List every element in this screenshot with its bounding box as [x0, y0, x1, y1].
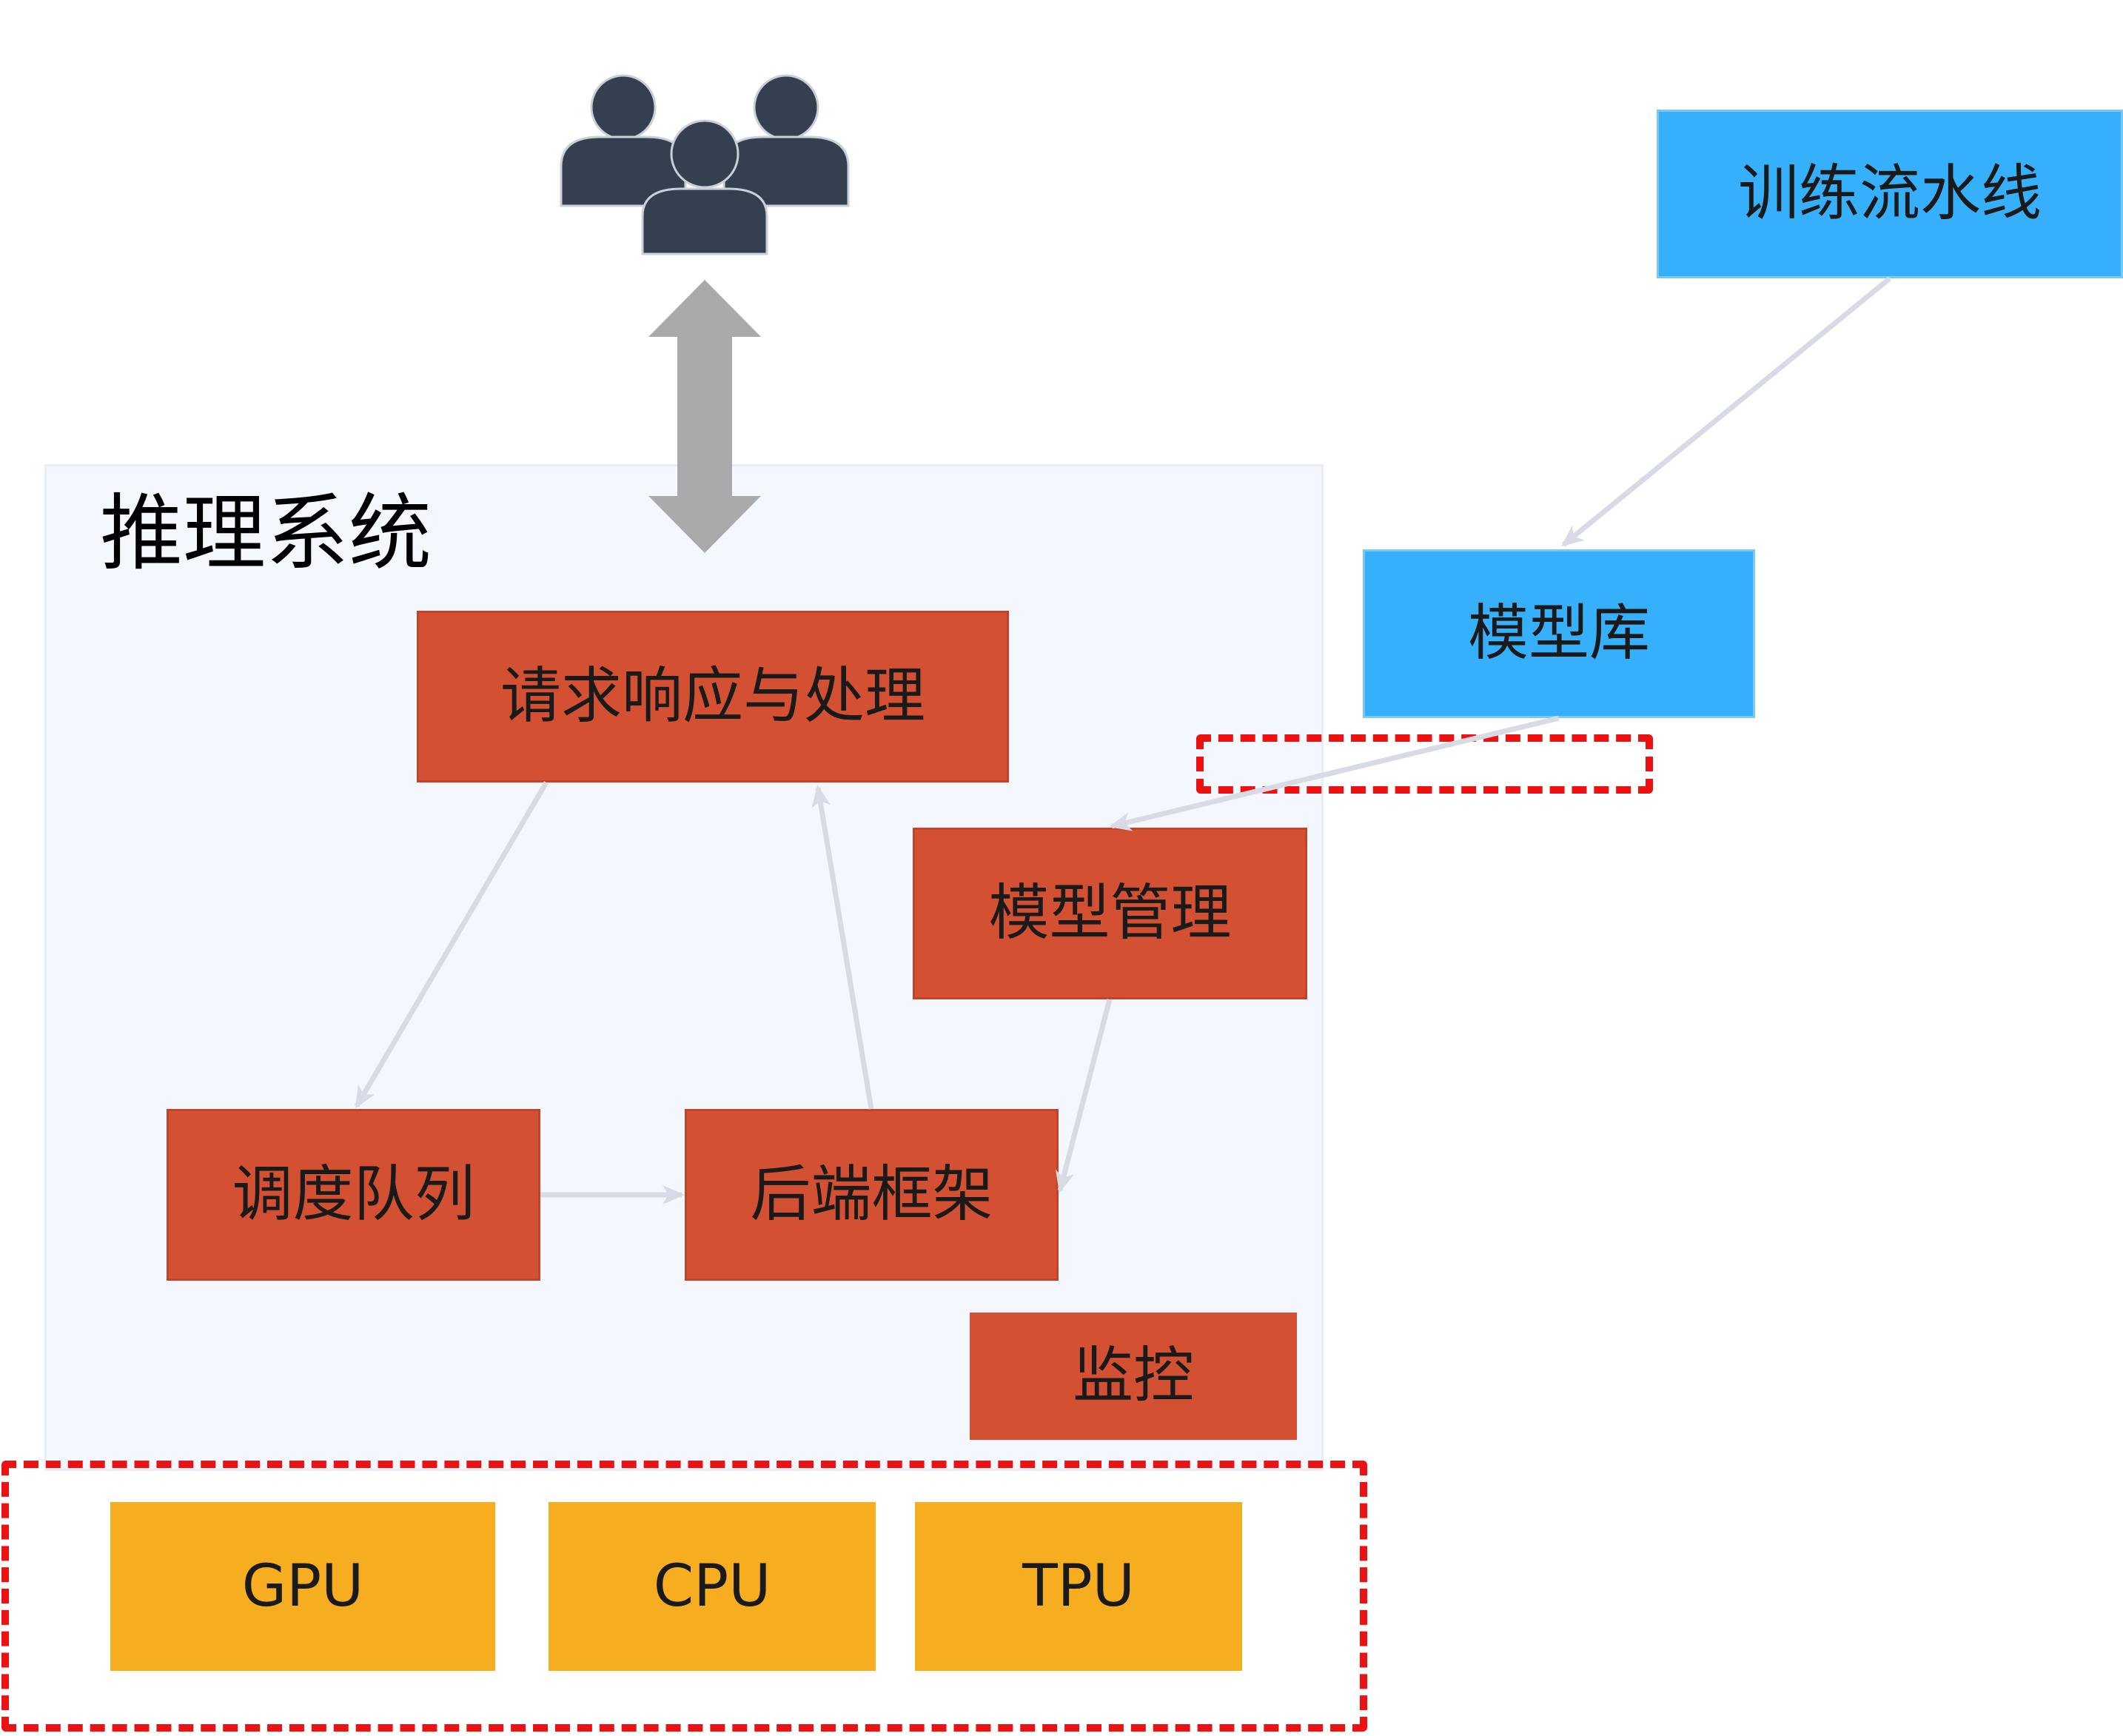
connector-request-to-scheduler — [354, 781, 549, 1109]
connector-backend-to-request — [811, 785, 874, 1110]
training-pipeline-label: 训练流水线 — [1737, 158, 2042, 229]
gpu-box: GPU — [110, 1502, 495, 1671]
request-handling-box: 请求响应与处理 — [417, 611, 1009, 782]
bidirectional-arrow-icon — [648, 280, 761, 553]
backend-framework-label: 后端框架 — [750, 1159, 993, 1230]
cpu-box: CPU — [549, 1502, 876, 1671]
scheduling-queue-label: 调度队列 — [232, 1159, 475, 1230]
backend-framework-box: 后端框架 — [685, 1109, 1059, 1281]
monitoring-box: 监控 — [970, 1313, 1297, 1440]
connector-training-to-repo — [1560, 276, 1892, 547]
inference-system-title: 推理系统 — [100, 486, 432, 582]
monitoring-label: 监控 — [1072, 1341, 1194, 1411]
gpu-label: GPU — [241, 1553, 364, 1620]
scheduling-queue-box: 调度队列 — [167, 1109, 540, 1281]
model-loading-highlight-frame — [1196, 734, 1653, 794]
model-repository-box: 模型库 — [1363, 549, 1755, 718]
model-management-box: 模型管理 — [913, 828, 1307, 999]
cpu-label: CPU — [653, 1553, 771, 1620]
model-management-label: 模型管理 — [988, 878, 1232, 948]
connector-repo-to-model-mgmt — [1109, 715, 1560, 831]
request-handling-label: 请求响应与处理 — [500, 661, 925, 731]
hardware-highlight-frame — [1, 1461, 1367, 1732]
tpu-box: TPU — [915, 1502, 1242, 1671]
model-repository-label: 模型库 — [1467, 598, 1650, 668]
users-group-icon — [560, 74, 850, 255]
connector-model-mgmt-to-backend — [1055, 999, 1113, 1193]
training-pipeline-box: 训练流水线 — [1657, 110, 2123, 278]
tpu-label: TPU — [1022, 1553, 1135, 1620]
